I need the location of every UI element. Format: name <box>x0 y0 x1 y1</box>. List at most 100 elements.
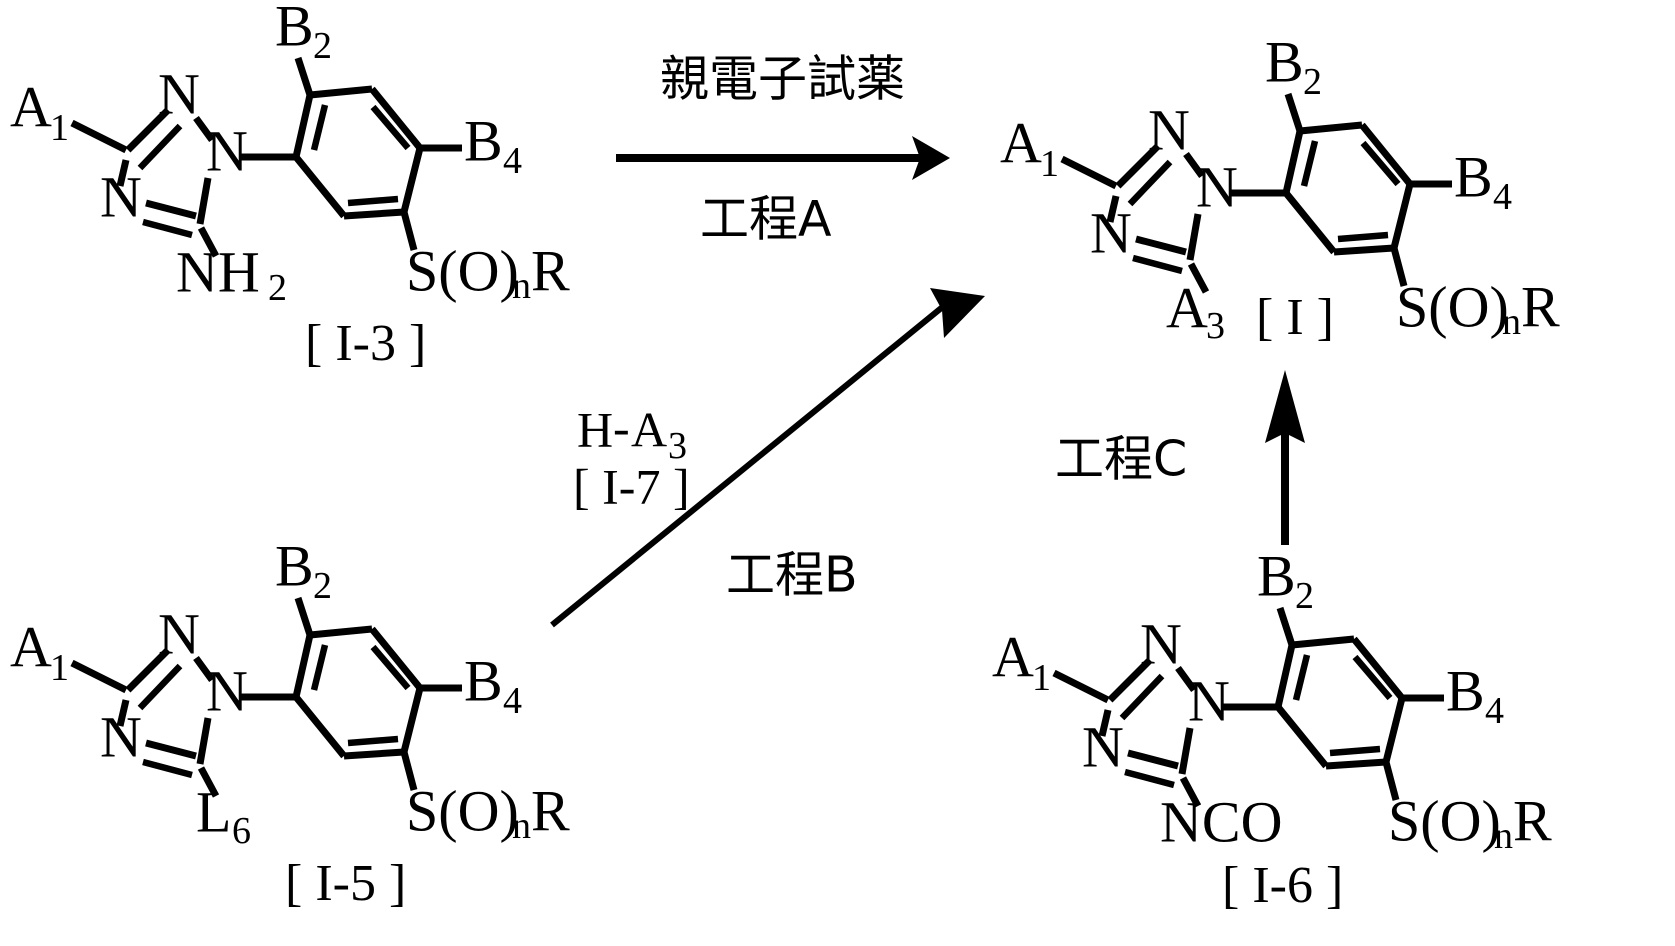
i3-ar-bond-3 <box>369 86 423 151</box>
i3-ar-inner-3 <box>347 195 399 207</box>
i5-bond-c5-n4 <box>116 699 130 727</box>
i5-atom-n-top: N <box>158 601 200 666</box>
step-b-reagent-line2: [ I-7 ] <box>573 458 690 514</box>
i3-atom-b4-sub: 4 <box>503 140 522 182</box>
i1-ar-bond-4 <box>1390 183 1414 249</box>
i3-atom-n-right: N <box>206 118 248 183</box>
i1-ar-bond-1 <box>1282 130 1304 194</box>
i1-atom-s-r: R <box>1521 274 1560 339</box>
i1-atom-s-sub: n <box>1502 301 1521 343</box>
i1-bond-c5-ntop-inner <box>1127 159 1173 207</box>
i6-atom-n-left: N <box>1082 714 1124 779</box>
i5-atom-n-left: N <box>100 704 142 769</box>
i5-bond-c5-ntop-inner <box>137 663 183 711</box>
i5-bond-a1-c5 <box>70 659 128 694</box>
i6-atom-s-r: R <box>1513 788 1552 853</box>
i5-ar-bond-5 <box>343 748 405 760</box>
i1-atom-a1: A <box>1000 110 1042 175</box>
i6-bond-c5-n4 <box>1098 709 1112 737</box>
i6-atom-b2-sub: 2 <box>1295 575 1314 617</box>
i5-atom-l6-sub: 6 <box>232 810 251 852</box>
i3-atom-n-top: N <box>158 61 200 126</box>
i6-ar-bond-6 <box>1275 704 1329 769</box>
i1-atom-s: S(O) <box>1396 274 1509 339</box>
i3-atom-a1-sub: 1 <box>50 107 69 149</box>
i5-atom-s-sub: n <box>512 805 531 847</box>
step-b-step-label: 工程B <box>726 547 858 604</box>
i3-bond-c5-n4 <box>116 159 130 187</box>
i3-atom-s-r: R <box>531 238 570 303</box>
i3-atom-b4: B <box>464 108 503 173</box>
structure-i5: A 1 N N N L 6 B 2 B 4 S(O) n R [ I-5 ] <box>10 533 570 912</box>
structure-i3: A 1 N N N NH 2 B 2 B 4 S(O) n R [ I-3 ] <box>10 0 570 372</box>
i3-atom-s: S(O) <box>406 238 519 303</box>
i5-atom-b4: B <box>464 648 503 713</box>
i6-atom-b2: B <box>1257 543 1296 608</box>
step-b-reagent-a: A <box>631 401 667 457</box>
i1-bond-n4-c3 <box>1135 235 1187 256</box>
i6-atom-n-top: N <box>1140 611 1182 676</box>
i6-bond-a1-c5 <box>1052 669 1110 704</box>
i1-atom-b4: B <box>1454 144 1493 209</box>
i6-ar-bond-2 <box>1291 635 1355 649</box>
step-b-arrowhead <box>930 288 985 338</box>
i5-bond-ntop-n1 <box>193 655 215 683</box>
i1-compound-label: [ I ] <box>1256 289 1334 346</box>
i3-bond-n1-c3 <box>196 177 212 225</box>
i1-ar-inner-3 <box>1337 231 1389 243</box>
i3-ar-inner-2 <box>370 104 411 151</box>
i3-atom-nh2: NH <box>176 239 260 304</box>
i5-ar-bond-3 <box>369 626 423 691</box>
i3-bond-ntop-n1 <box>193 115 215 143</box>
i6-ar-inner-1 <box>1292 654 1311 701</box>
i6-ar-bond-1 <box>1274 644 1296 708</box>
i5-atom-n-right: N <box>206 658 248 723</box>
i6-bond-b2 <box>1276 606 1296 647</box>
i6-ar-inner-2 <box>1352 654 1393 701</box>
arrow-step-a: 親電子試薬 工程A <box>616 51 950 248</box>
i6-bond-n4-c3 <box>1127 749 1179 770</box>
i1-atom-a1-sub: 1 <box>1040 143 1059 185</box>
i1-bond-b2 <box>1284 92 1304 133</box>
i3-atom-a1: A <box>10 74 52 139</box>
i3-compound-label: [ I-3 ] <box>305 315 426 372</box>
i5-bond-n1-c3 <box>196 717 212 765</box>
arrow-step-b: H - A 3 [ I-7 ] 工程B <box>550 288 985 628</box>
i6-bond-c5-ntop-inner <box>1119 673 1165 721</box>
i1-atom-n-left: N <box>1090 200 1132 265</box>
i5-atom-b2: B <box>275 533 314 598</box>
i3-atom-s-sub: n <box>512 265 531 307</box>
i1-bond-c5-ntop <box>1115 143 1161 189</box>
i5-ar-bond-2 <box>309 625 373 639</box>
i3-atom-b2-sub: 2 <box>313 25 332 67</box>
i6-bond-ntop-n1 <box>1175 665 1197 693</box>
i6-bond-c5-ntop <box>1107 657 1153 703</box>
i6-bond-n4-c3-inner <box>1124 768 1175 789</box>
i3-bond-n4-c3-inner <box>142 218 193 239</box>
i1-bond-a1-c5 <box>1060 155 1118 190</box>
i3-ar-bond-5 <box>343 208 405 220</box>
i5-ar-bond-4 <box>400 687 424 753</box>
i6-atom-a1-sub: 1 <box>1032 657 1051 699</box>
structure-i6: A 1 N N N NCO B 2 B 4 S(O) n R [ I-6 ] <box>992 543 1552 914</box>
i5-atom-s: S(O) <box>406 778 519 843</box>
i6-atom-a1: A <box>992 624 1034 689</box>
i5-atom-b2-sub: 2 <box>313 565 332 607</box>
i1-ar-bond-5 <box>1333 244 1395 256</box>
i1-ar-bond-2 <box>1299 121 1363 135</box>
i6-atom-nco: NCO <box>1160 789 1282 854</box>
i6-ar-bond-5 <box>1325 758 1387 770</box>
i3-bond-a1-c5 <box>70 119 128 154</box>
i6-atom-b4-sub: 4 <box>1485 690 1504 732</box>
i5-bond-c3-l6 <box>197 766 220 798</box>
i5-ar-inner-1 <box>310 644 329 691</box>
i5-ar-inner-3 <box>347 735 399 747</box>
i1-ar-bond-6 <box>1283 190 1337 255</box>
i1-bond-ntop-n1 <box>1183 151 1205 179</box>
i1-bond-n4-c3-inner <box>1132 254 1183 275</box>
i3-bond-s <box>400 211 418 251</box>
i3-ar-bond-4 <box>400 147 424 213</box>
i3-atom-b2: B <box>275 0 314 58</box>
i3-bond-c5-ntop-inner <box>137 123 183 171</box>
i3-bond-b2 <box>294 56 314 97</box>
